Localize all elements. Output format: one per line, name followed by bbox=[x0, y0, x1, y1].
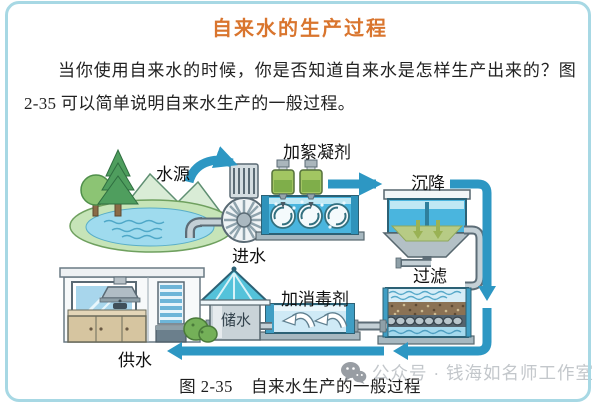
bush-icon bbox=[183, 317, 218, 343]
sedimentation-tank bbox=[382, 189, 472, 269]
flow-direction-arrows bbox=[281, 312, 348, 329]
intake-pump bbox=[221, 163, 267, 243]
filter-to-disinfection-pipe bbox=[351, 319, 387, 333]
watermark-text: 公众号 · 钱海如名师工作室 bbox=[372, 363, 595, 383]
diagram-illustration bbox=[59, 146, 496, 360]
cooking-pot-icon bbox=[113, 299, 127, 309]
intro-paragraph: 当你使用自来水的时候，你是否知道自来水是怎样生产出来的？图 2-35 可以简单说… bbox=[24, 61, 576, 114]
water-source-illustration bbox=[69, 148, 235, 253]
figure-caption: 图 2-35 自来水生产的一般过程 bbox=[0, 373, 600, 397]
filtration-tank bbox=[377, 287, 475, 345]
disinfection-tank bbox=[259, 303, 361, 341]
label-storage: 储水 bbox=[221, 313, 252, 329]
flow-arrows bbox=[167, 146, 496, 360]
wechat-icon bbox=[341, 361, 367, 384]
house-illustration bbox=[59, 267, 218, 343]
label-filtration: 过滤 bbox=[413, 267, 447, 286]
label-water-source: 水源 bbox=[156, 165, 190, 184]
flocculant-bottles bbox=[271, 159, 323, 208]
label-intake: 进水 bbox=[232, 247, 266, 266]
watermark: 公众号 · 钱海如名师工作室 bbox=[340, 360, 594, 385]
storage-tower bbox=[197, 266, 271, 341]
water-production-diagram: 水源 进水 加絮凝剂 沉降 过滤 加消毒剂 储水 供水 bbox=[0, 130, 600, 375]
label-add-flocculant: 加絮凝剂 bbox=[283, 143, 351, 162]
pine-tree-icon bbox=[97, 148, 139, 217]
sedimentation-to-filter-pipe bbox=[464, 225, 485, 291]
label-sedimentation: 沉降 bbox=[411, 174, 445, 193]
page-title: 自来水的生产过程 bbox=[212, 18, 388, 40]
label-supply: 供水 bbox=[118, 351, 152, 370]
figure-number: 图 2-35 bbox=[179, 377, 233, 396]
label-add-disinfectant: 加消毒剂 bbox=[281, 290, 349, 309]
mixing-tank bbox=[255, 195, 365, 241]
figure-caption-text: 自来水生产的一般过程 bbox=[250, 377, 421, 396]
